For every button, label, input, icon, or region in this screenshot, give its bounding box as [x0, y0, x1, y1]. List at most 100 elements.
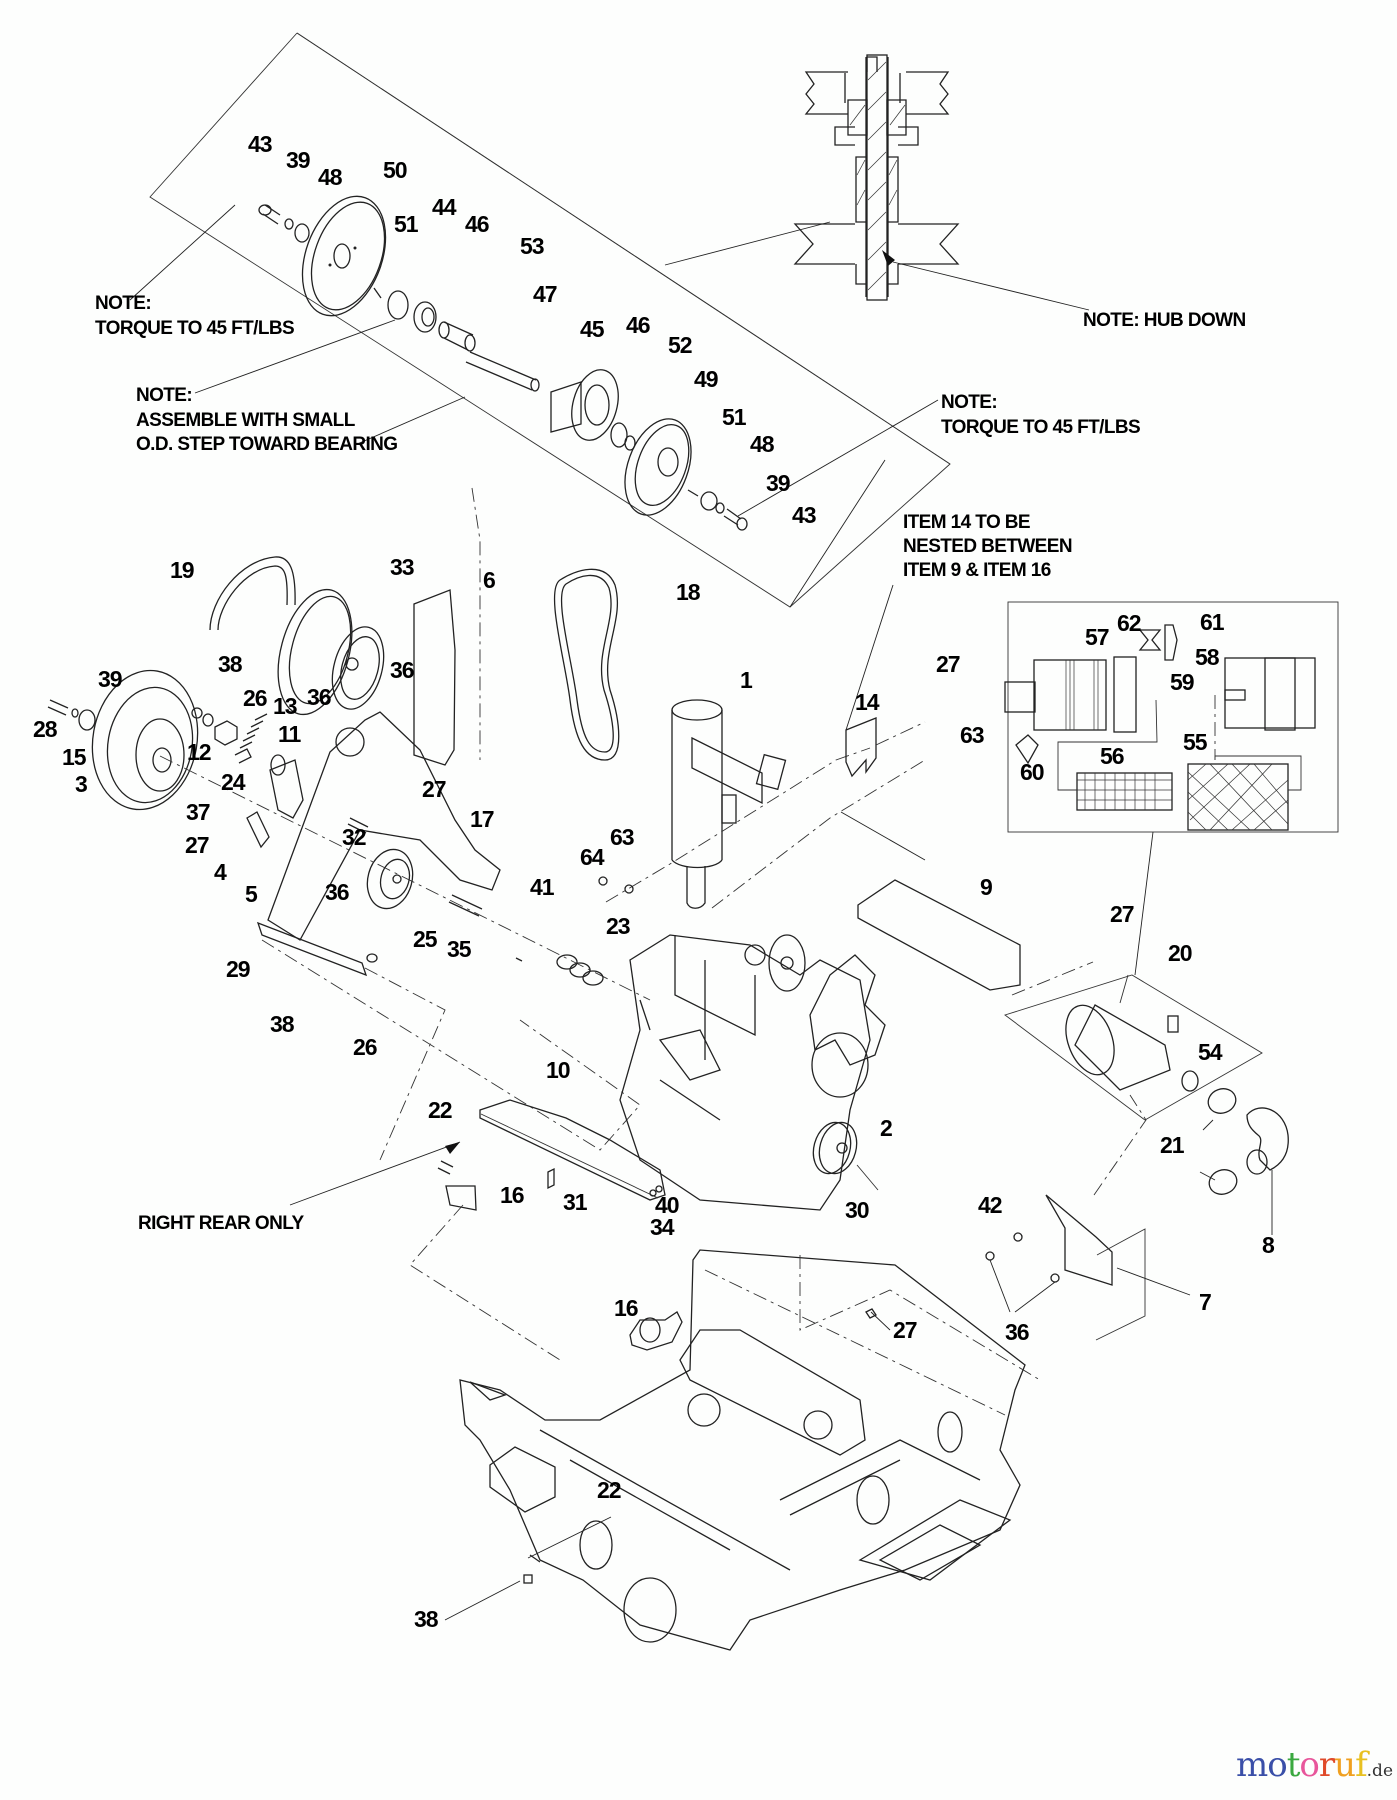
callout-16b: 16: [614, 1295, 638, 1321]
lockwasher-39b: [715, 502, 725, 514]
note-assemble-label: NOTE:: [136, 385, 192, 406]
washer-48: [294, 223, 310, 243]
callout-64: 64: [580, 844, 605, 870]
callout-41: 41: [530, 874, 555, 900]
washer-48b: [700, 491, 718, 511]
note-item14-line3: ITEM 9 & ITEM 16: [903, 560, 1051, 581]
engine-bracket-9: [857, 879, 1021, 991]
callout-35: 35: [447, 936, 472, 962]
shield-6: [413, 589, 456, 766]
engine: [619, 934, 886, 1211]
air-cleaner-20: [1004, 961, 1263, 1121]
callout-48: 48: [318, 164, 343, 190]
callout-27d: 27: [1110, 901, 1134, 927]
callout-9: 9: [980, 874, 992, 900]
callout-38c: 38: [414, 1606, 439, 1632]
callout-27b: 27: [422, 776, 446, 802]
callout-57: 57: [1085, 624, 1109, 650]
callout-51: 51: [394, 211, 419, 237]
callout-43b: 43: [792, 502, 816, 528]
key-51: [373, 287, 382, 299]
note-hub-down: NOTE: HUB DOWN: [1083, 310, 1246, 331]
callout-45: 45: [580, 316, 605, 342]
logo-letter: t: [1286, 1745, 1301, 1785]
callout-46b: 46: [626, 312, 650, 338]
callout-2: 2: [880, 1115, 892, 1141]
callout-28: 28: [33, 716, 58, 742]
callout-26: 26: [243, 685, 267, 711]
callout-24: 24: [221, 769, 246, 795]
pulley-49: [624, 418, 692, 516]
ring-52: [624, 435, 636, 451]
muffler-1: [671, 699, 787, 909]
o-rings-23: [556, 954, 604, 986]
callout-11: 11: [278, 721, 302, 747]
note-torque-top-text: TORQUE TO 45 FT/LBS: [95, 318, 294, 339]
shaft-47: [465, 351, 540, 392]
callout-36c: 36: [325, 879, 349, 905]
bearing-46: [413, 301, 437, 333]
callout-51b: 51: [722, 404, 747, 430]
note-assemble-text-2: O.D. STEP TOWARD BEARING: [136, 434, 397, 455]
callout-27e: 27: [893, 1317, 917, 1343]
callout-39: 39: [286, 147, 310, 173]
hub-2: [812, 1121, 858, 1175]
callout-36b: 36: [390, 657, 414, 683]
lockwasher-39: [284, 218, 294, 230]
callout-12: 12: [187, 739, 211, 765]
callout-7: 7: [1199, 1289, 1211, 1315]
callout-53: 53: [520, 233, 544, 259]
spindle-parts: [258, 195, 748, 531]
engine-mount-16b: [629, 1311, 683, 1351]
callout-14: 14: [855, 689, 880, 715]
callout-13: 13: [273, 693, 297, 719]
chassis-frame: [459, 1249, 1041, 1651]
callout-62: 62: [1117, 610, 1141, 636]
callout-17: 17: [470, 806, 494, 832]
callout-27: 27: [936, 651, 960, 677]
callout-27c: 27: [185, 832, 209, 858]
callout-37: 37: [186, 799, 210, 825]
callout-63b: 63: [610, 824, 634, 850]
note-right-rear-only: RIGHT REAR ONLY: [138, 1213, 304, 1234]
callout-21: 21: [1160, 1132, 1185, 1158]
note-torque-right-label: NOTE:: [941, 392, 997, 413]
air-cleaner-bracket-7: [1045, 1194, 1113, 1286]
callout-43: 43: [248, 131, 272, 157]
callout-20: 20: [1168, 940, 1192, 966]
exhaust-bracket-14: [845, 717, 877, 778]
callout-16: 16: [500, 1182, 524, 1208]
callout-32: 32: [342, 824, 366, 850]
bolt-43b: [723, 508, 748, 531]
belt-18: [553, 568, 620, 761]
callout-38: 38: [218, 651, 243, 677]
logo-letter: u: [1334, 1745, 1356, 1785]
callout-10: 10: [546, 1057, 570, 1083]
bolt-43: [258, 204, 281, 225]
logo-letter: r: [1318, 1745, 1335, 1785]
callout-46: 46: [465, 211, 489, 237]
logo-letter: o: [1267, 1745, 1288, 1785]
callout-50: 50: [383, 157, 407, 183]
callout-36d: 36: [1005, 1319, 1029, 1345]
callout-49: 49: [694, 366, 718, 392]
electric-clutch-3: [91, 669, 199, 811]
callout-59: 59: [1170, 669, 1194, 695]
callout-6: 6: [483, 567, 495, 593]
callout-44: 44: [432, 194, 457, 220]
engine-mount-10: [479, 1099, 666, 1201]
pulley-50: [301, 195, 387, 317]
idler-plate-5: [267, 711, 501, 941]
callout-39b: 39: [766, 470, 790, 496]
callout-23: 23: [606, 913, 630, 939]
callout-52: 52: [668, 332, 692, 358]
callout-22: 22: [428, 1097, 452, 1123]
callout-labels: 43 39 48 50 51 44 46 53 47 45 46 52 49 5…: [33, 131, 1276, 1632]
callout-40: 40: [655, 1192, 679, 1218]
note-torque-top-label: NOTE:: [95, 293, 151, 314]
callout-63: 63: [960, 722, 984, 748]
callout-54: 54: [1198, 1039, 1223, 1065]
callout-48b: 48: [750, 431, 775, 457]
seal-44: [387, 290, 409, 320]
